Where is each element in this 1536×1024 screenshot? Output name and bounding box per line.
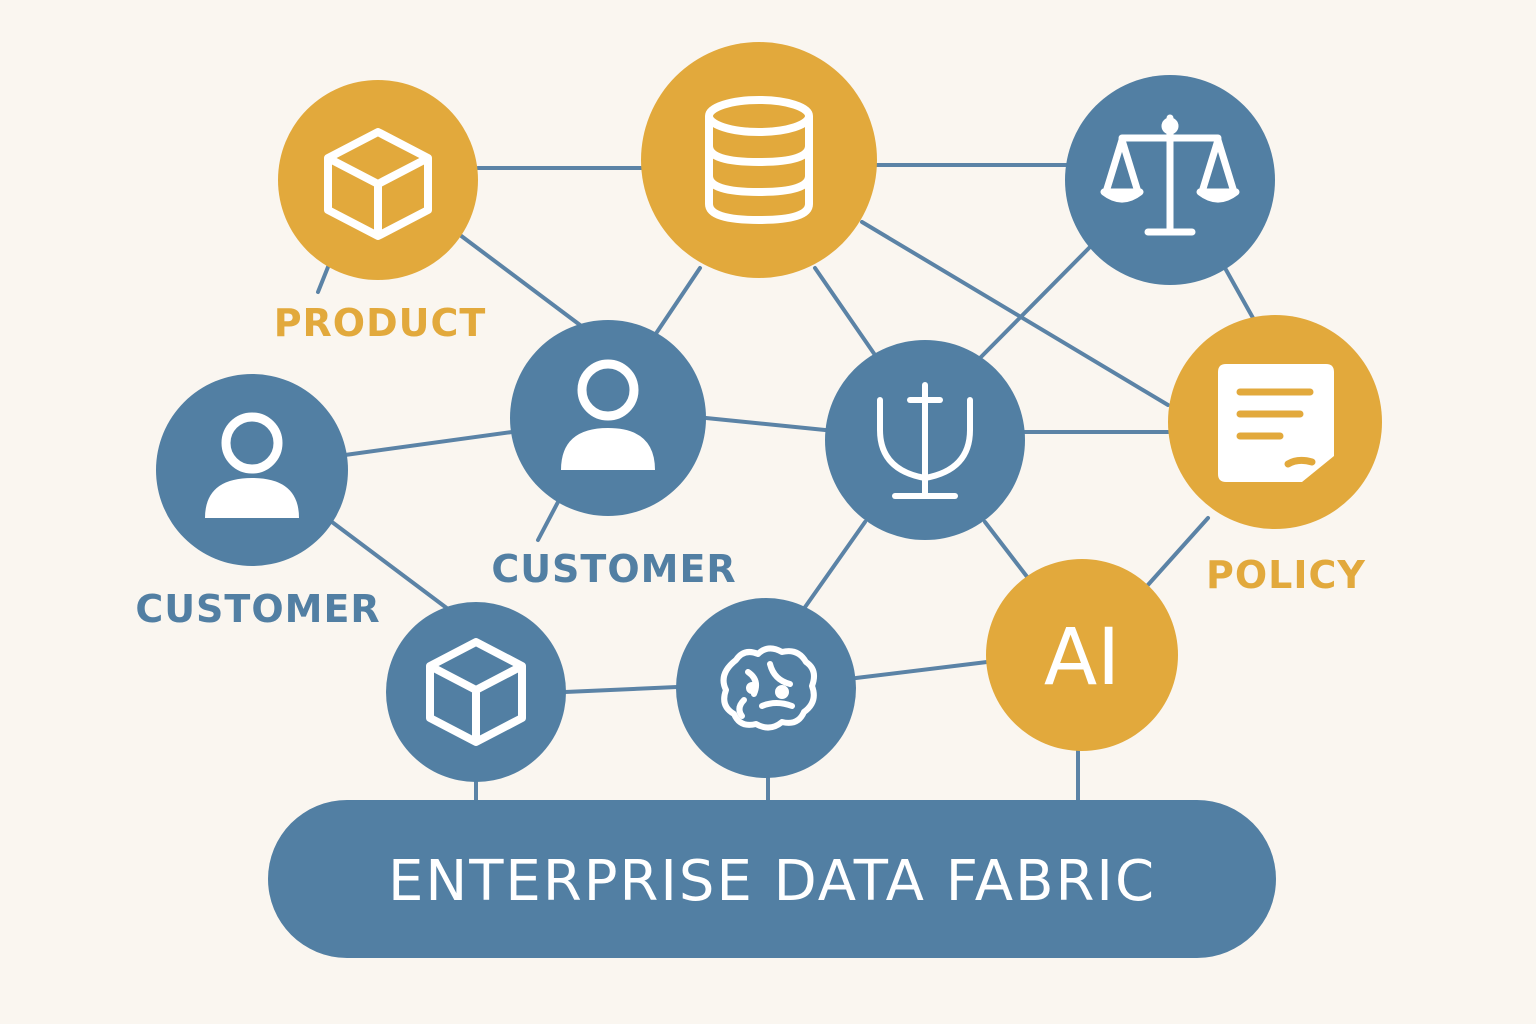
cube-icon: [426, 638, 526, 746]
node-database[interactable]: [641, 42, 877, 278]
edge-governance-ai: [983, 520, 1030, 580]
edge-policy-ai: [1145, 516, 1210, 588]
label-customer-center: CUSTOMER: [491, 547, 736, 591]
edge-database-customer-center: [653, 266, 702, 337]
enterprise-data-fabric-banner[interactable]: ENTERPRISE DATA FABRIC: [268, 800, 1276, 958]
edge-brain-ai: [854, 660, 989, 680]
leader-customer-center: [536, 500, 560, 542]
edge-governance-brain: [801, 520, 867, 612]
edge-product-customer-center: [458, 233, 582, 327]
node-brain[interactable]: [676, 598, 856, 778]
edge-database-policy: [860, 220, 1170, 407]
edge-customer-left-cube: [330, 520, 454, 614]
brain-icon: [720, 645, 817, 731]
edge-cube-brain: [563, 685, 679, 694]
person-icon: [205, 412, 299, 518]
document-icon: [1218, 364, 1334, 482]
node-governance[interactable]: [825, 340, 1025, 540]
node-customer-left[interactable]: [156, 374, 348, 566]
leader-product: [316, 260, 332, 294]
node-product-top[interactable]: [278, 80, 478, 280]
node-scales[interactable]: [1065, 75, 1275, 285]
node-ai[interactable]: AI: [986, 559, 1178, 751]
banner-title: ENTERPRISE DATA FABRIC: [388, 849, 1156, 914]
node-policy[interactable]: [1168, 315, 1382, 529]
node-cube-bottom[interactable]: [386, 602, 566, 782]
person-icon: [561, 359, 655, 470]
database-icon: [705, 96, 813, 225]
edge-database-governance: [813, 266, 877, 357]
label-product: PRODUCT: [274, 301, 487, 345]
label-policy: POLICY: [1206, 553, 1366, 597]
node-customer-center[interactable]: [510, 320, 706, 516]
label-customer-left: CUSTOMER: [135, 587, 380, 631]
ai-label: AI: [1044, 613, 1120, 703]
edge-scales-governance: [978, 245, 1092, 360]
edge-scales-policy: [1223, 266, 1255, 320]
shield-trident-icon: [877, 382, 973, 499]
edge-customer-center-governance: [704, 416, 827, 432]
scales-icon: [1100, 114, 1240, 236]
cube-icon: [324, 128, 432, 240]
edges: [316, 163, 1255, 802]
edge-customer-left-center: [343, 430, 514, 457]
